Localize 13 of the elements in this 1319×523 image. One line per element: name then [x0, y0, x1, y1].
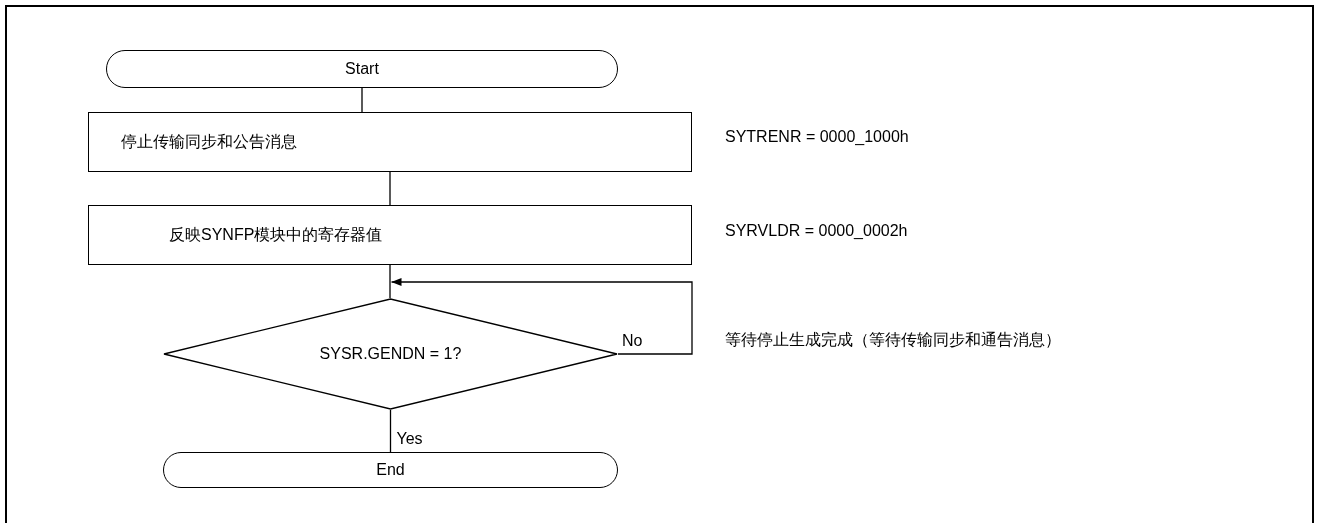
annotation-text: SYRVLDR = 0000_0002h	[725, 222, 908, 240]
terminal-box: Start	[106, 50, 618, 88]
connector	[389, 171, 391, 206]
connector	[390, 278, 693, 355]
process-box: 停止传输同步和公告消息	[88, 112, 692, 172]
connector	[389, 264, 391, 299]
process-box: 反映SYNFP模块中的寄存器值	[88, 205, 692, 265]
terminal-box: End	[163, 452, 618, 488]
connector	[361, 87, 363, 113]
connector	[389, 409, 392, 453]
decision-diamond: SYSR.GENDN = 1?	[163, 298, 618, 410]
annotation-text: 等待停止生成完成（等待传输同步和通告消息）	[725, 330, 1061, 350]
annotation-text: SYTRENR = 0000_1000h	[725, 128, 909, 146]
